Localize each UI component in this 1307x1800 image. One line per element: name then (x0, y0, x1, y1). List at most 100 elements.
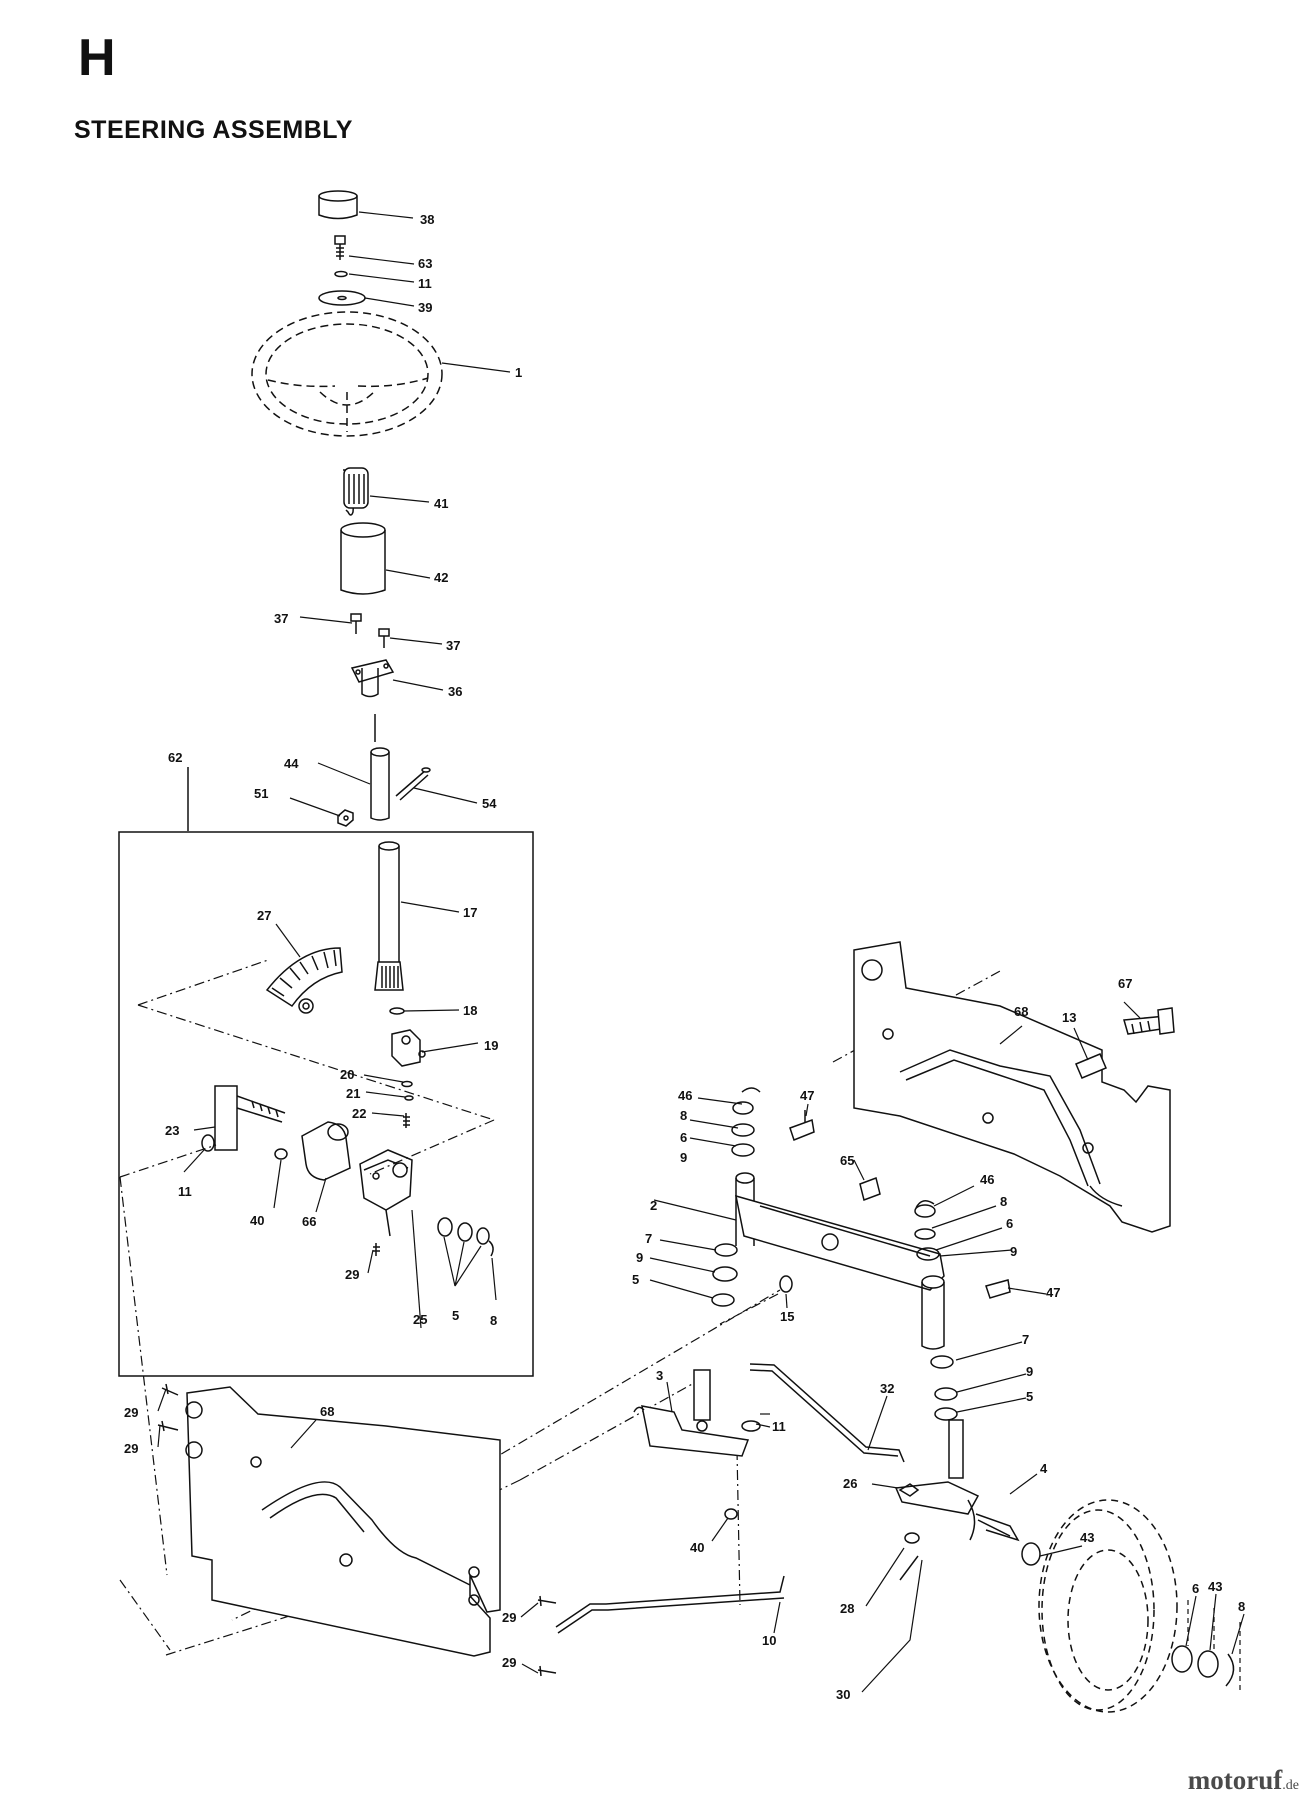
callout-30: 30 (836, 1687, 850, 1702)
pin-part-30 (899, 1555, 919, 1581)
washer-part-43-inner (1021, 1542, 1041, 1566)
bolt-part-37-left (350, 613, 362, 634)
assembly-frame-part-62 (118, 831, 534, 1377)
callout-46-left: 46 (678, 1088, 692, 1103)
bushing-part-42 (340, 522, 386, 595)
callout-9-left-a: 9 (680, 1150, 687, 1165)
callout-40-mid: 40 (690, 1540, 704, 1555)
callout-6-right: 6 (1006, 1216, 1013, 1231)
washer-part-11 (334, 270, 348, 278)
callout-8-right: 8 (1000, 1194, 1007, 1209)
callout-8-wheel: 8 (1238, 1599, 1245, 1614)
callout-67: 67 (1118, 976, 1132, 991)
leader-lines (157, 211, 1245, 1693)
callout-40-box: 40 (250, 1213, 264, 1228)
callout-13: 13 (1062, 1010, 1076, 1025)
clip-part-8-box (488, 1240, 494, 1257)
callout-6-wheel: 6 (1192, 1581, 1199, 1596)
callout-63: 63 (418, 256, 432, 271)
nut-part-51 (337, 809, 354, 827)
bolt-part-29-box (373, 1243, 380, 1256)
callout-15: 15 (780, 1309, 794, 1324)
callout-5-right: 5 (1026, 1389, 1033, 1404)
callout-29-c: 29 (502, 1610, 516, 1625)
callout-3: 3 (656, 1368, 663, 1383)
bolt-part-29-c (537, 1595, 557, 1607)
bolt-part-29-d (537, 1665, 557, 1677)
bolt-part-22 (403, 1113, 410, 1128)
callout-27: 27 (257, 908, 271, 923)
bolt-part-54 (395, 767, 431, 801)
callout-11-mid: 11 (772, 1419, 786, 1434)
callout-47-right: 47 (1046, 1285, 1060, 1300)
callout-5-left: 5 (632, 1272, 639, 1287)
callout-21: 21 (346, 1086, 360, 1101)
washer-part-21 (404, 1095, 414, 1101)
callout-38: 38 (420, 212, 434, 227)
tie-rod-part-32 (749, 1363, 905, 1463)
callout-42: 42 (434, 570, 448, 585)
page-title: STEERING ASSEMBLY (74, 116, 353, 144)
bushing-part-65 (859, 1177, 881, 1201)
callout-28: 28 (840, 1601, 854, 1616)
callout-68-right: 68 (1014, 1004, 1028, 1019)
section-letter: H (78, 29, 116, 87)
callout-9-left-b: 9 (636, 1250, 643, 1265)
spindle-part-3 (633, 1369, 750, 1457)
callout-37-left: 37 (274, 611, 288, 626)
callout-6-left: 6 (680, 1130, 687, 1145)
callout-23: 23 (165, 1123, 179, 1138)
washer-part-20 (401, 1080, 413, 1088)
callout-39: 39 (418, 300, 432, 315)
callout-43-b: 43 (1208, 1579, 1222, 1594)
bolt-part-37-right (378, 628, 390, 648)
bracket-part-25 (359, 1149, 413, 1237)
spindle-part-4 (894, 1419, 1020, 1542)
callout-4: 4 (1040, 1461, 1048, 1476)
hub-part-41 (343, 467, 369, 516)
washer-part-39 (318, 290, 366, 306)
callout-65: 65 (840, 1153, 854, 1168)
callout-11-box: 11 (178, 1184, 192, 1199)
steering-cap-part-38 (318, 190, 358, 220)
bushing-part-15 (779, 1275, 793, 1293)
spacer-part-66 (301, 1121, 351, 1181)
callout-51: 51 (254, 786, 268, 801)
callout-29-a: 29 (124, 1405, 138, 1420)
nut-part-26 (898, 1483, 920, 1497)
callout-8-box: 8 (490, 1313, 497, 1328)
callout-10: 10 (762, 1633, 776, 1648)
callout-46-right: 46 (980, 1172, 994, 1187)
callout-44: 44 (284, 756, 299, 771)
nut-part-40-mid (724, 1508, 738, 1520)
grease-fitting-part-47-right (985, 1279, 1011, 1299)
bolt-part-29-a (161, 1383, 179, 1396)
watermark: motoruf.de (1188, 1765, 1299, 1796)
watermark-tld: .de (1282, 1778, 1299, 1793)
callout-54: 54 (482, 796, 497, 811)
callout-11-top: 11 (418, 276, 432, 291)
callout-18: 18 (463, 1003, 477, 1018)
callout-19: 19 (484, 1038, 498, 1053)
callout-36: 36 (448, 684, 462, 699)
callout-29-box: 29 (345, 1267, 359, 1282)
washer-part-6-wheel (1171, 1645, 1193, 1673)
washers-right-stack (914, 1200, 958, 1421)
callout-41: 41 (434, 496, 448, 511)
clip-part-8-wheel (1225, 1653, 1235, 1687)
frame-plate-part-68-right (853, 941, 1171, 1233)
washer-part-43-outer (1197, 1650, 1219, 1678)
bolt-part-29-b (157, 1420, 179, 1432)
washer-part-11-box (201, 1134, 215, 1152)
sector-gear-part-27 (265, 947, 343, 1014)
pinion-shaft-part-23 (214, 1085, 286, 1151)
bolt-part-63 (334, 235, 346, 260)
callout-25: 25 (413, 1312, 427, 1327)
callout-2: 2 (650, 1198, 657, 1213)
callout-66: 66 (302, 1214, 316, 1229)
nut-part-40-box (274, 1148, 288, 1160)
callout-7-left: 7 (645, 1231, 652, 1246)
callout-47-left: 47 (800, 1088, 814, 1103)
bolt-part-67 (1123, 1007, 1175, 1035)
